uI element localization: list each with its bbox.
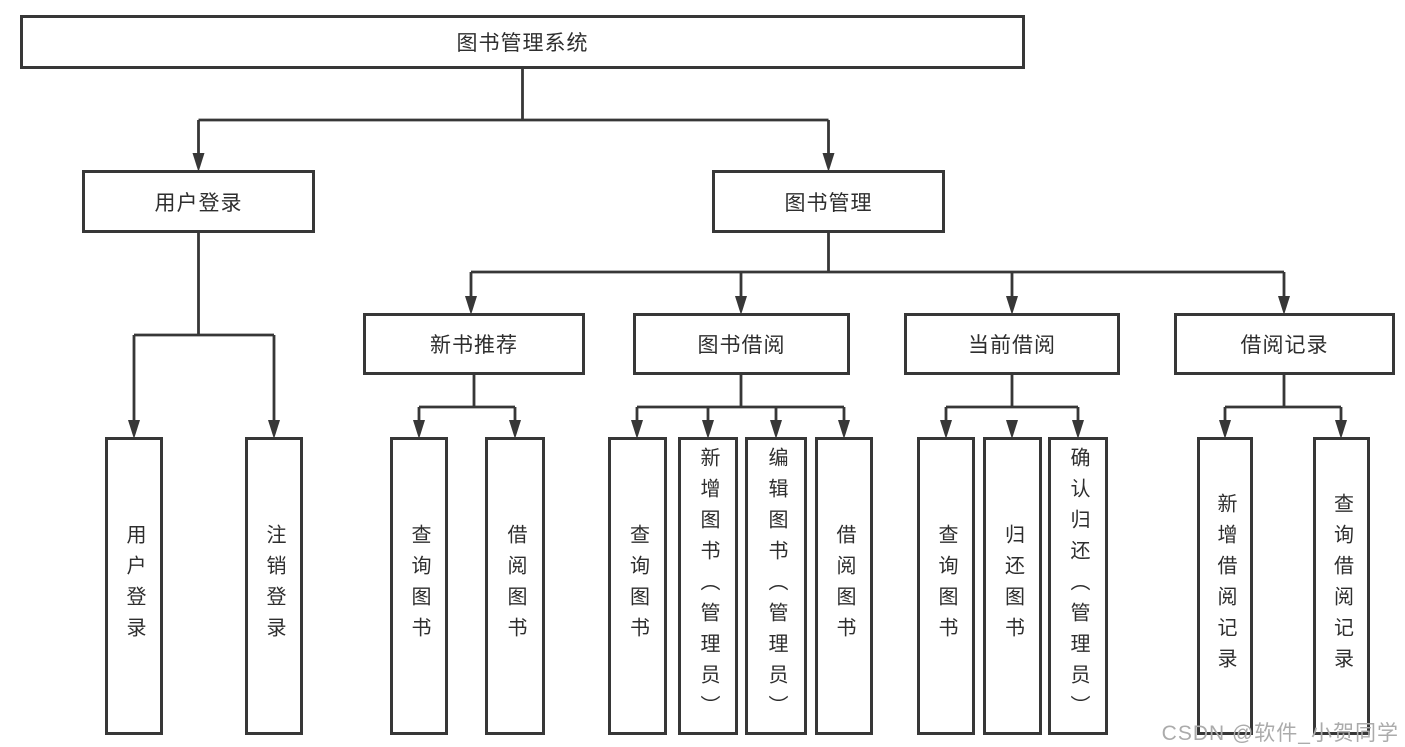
csdn-watermark: CSDN @软件_小贺同学 bbox=[1161, 722, 1399, 745]
leaf-label: 查询图书 bbox=[408, 524, 430, 648]
leaf-label: 借阅图书 bbox=[833, 524, 855, 648]
node-borrow-records: 借阅记录 bbox=[1174, 313, 1395, 375]
leaf-borrow-books-borrowing: 借阅图书 bbox=[815, 437, 873, 735]
leaf-label: 新增图书（管理员） bbox=[697, 446, 719, 726]
leaf-query-books-borrowing: 查询图书 bbox=[608, 437, 667, 735]
leaf-borrow-books-newrec: 借阅图书 bbox=[485, 437, 545, 735]
leaf-label: 查询借阅记录 bbox=[1330, 493, 1353, 679]
leaf-edit-books-admin: 编辑图书（管理员） bbox=[745, 437, 807, 735]
leaf-label: 注销登录 bbox=[263, 524, 285, 648]
leaf-confirm-return-admin: 确认归还（管理员） bbox=[1048, 437, 1108, 735]
leaf-add-books-admin: 新增图书（管理员） bbox=[678, 437, 738, 735]
leaf-user-login: 用户登录 bbox=[105, 437, 163, 735]
node-label: 借阅记录 bbox=[1240, 334, 1329, 357]
leaf-label: 查询图书 bbox=[626, 524, 649, 648]
node-user-login: 用户登录 bbox=[82, 170, 315, 233]
arrowhead-group bbox=[128, 153, 1347, 439]
leaf-label: 借阅图书 bbox=[504, 524, 526, 648]
node-new-book-recommend: 新书推荐 bbox=[363, 313, 585, 375]
leaf-label: 编辑图书（管理员） bbox=[765, 446, 787, 726]
leaf-label: 新增借阅记录 bbox=[1214, 493, 1236, 679]
leaf-label: 确认归还（管理员） bbox=[1067, 446, 1089, 726]
node-label: 用户登录 bbox=[154, 191, 243, 215]
node-label: 图书管理系统 bbox=[456, 32, 589, 55]
node-current-borrowing: 当前借阅 bbox=[904, 313, 1120, 375]
leaf-query-borrow-record: 查询借阅记录 bbox=[1313, 437, 1370, 735]
node-label: 新书推荐 bbox=[430, 334, 518, 357]
node-label: 图书管理 bbox=[784, 191, 873, 215]
leaf-logout-login: 注销登录 bbox=[245, 437, 303, 735]
leaf-label: 归还图书 bbox=[1001, 524, 1024, 648]
node-root: 图书管理系统 bbox=[20, 15, 1025, 69]
node-book-management: 图书管理 bbox=[712, 170, 945, 233]
leaf-label: 查询图书 bbox=[935, 524, 957, 648]
node-label: 当前借阅 bbox=[968, 334, 1056, 357]
node-book-borrowing: 图书借阅 bbox=[633, 313, 850, 375]
leaf-add-borrow-record: 新增借阅记录 bbox=[1197, 437, 1253, 735]
leaf-label: 用户登录 bbox=[123, 524, 145, 648]
node-label: 图书借阅 bbox=[697, 334, 786, 357]
leaf-query-books-newrec: 查询图书 bbox=[390, 437, 448, 735]
leaf-query-books-current: 查询图书 bbox=[917, 437, 975, 735]
leaf-return-books: 归还图书 bbox=[983, 437, 1042, 735]
